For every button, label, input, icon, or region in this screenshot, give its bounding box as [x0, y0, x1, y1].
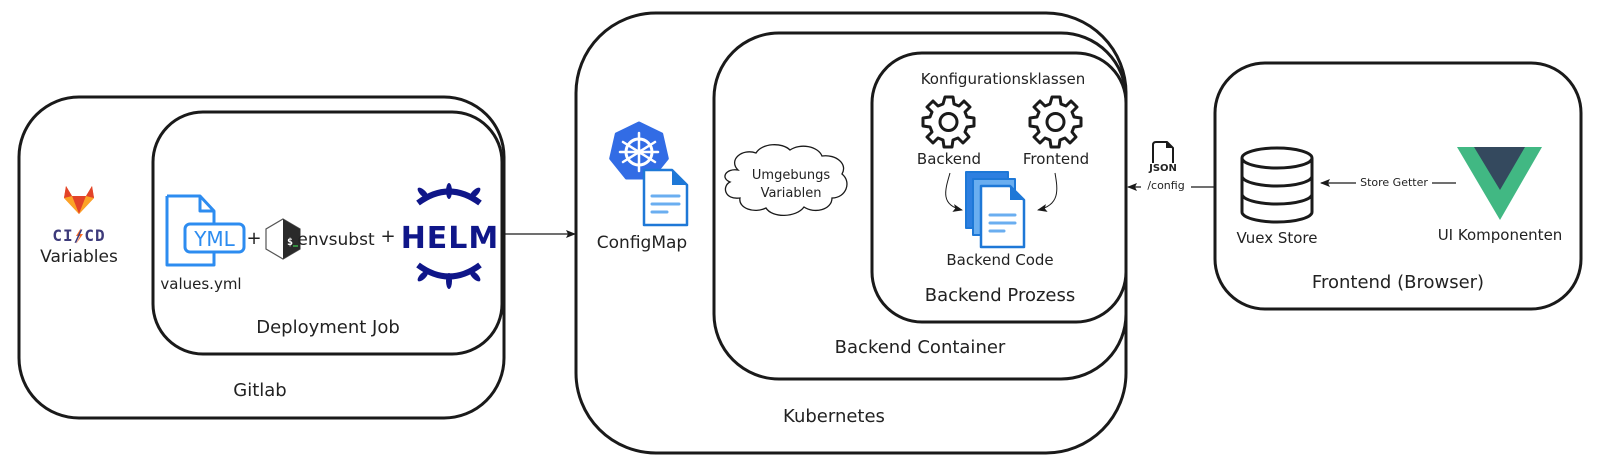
backend-gear-label: Backend [916, 150, 982, 168]
config-label-bg [1141, 178, 1191, 196]
backend-code-label: Backend Code [946, 251, 1054, 269]
store-getter-label-bg [1356, 175, 1432, 191]
bash-terminal-icon: $ [265, 218, 301, 260]
deployment-job-title: Deployment Job [256, 317, 400, 338]
vue-logo-icon [1457, 147, 1542, 220]
cicd-variables-label: Variables [40, 247, 118, 267]
frontend-gear-label: Frontend [1022, 150, 1090, 168]
arrow-backend-config-to-code [945, 172, 963, 212]
backend-container-title: Backend Container [834, 337, 1006, 358]
env-cloud-line1: Umgebungs [751, 168, 831, 183]
kubernetes-logo-icon [609, 121, 669, 180]
yml-badge-text: YML [193, 227, 235, 251]
yml-file-icon [165, 194, 246, 267]
configmap-label: ConfigMap [596, 233, 688, 253]
arrow-frontend-config-to-code [1037, 172, 1058, 212]
json-label: JSON [1149, 163, 1177, 174]
vuex-store-database-icon [1240, 146, 1314, 224]
plus-sign-1: + [246, 228, 262, 249]
cicd-label: CI/CD [52, 226, 106, 245]
backend-process-title: Backend Prozess [924, 285, 1076, 306]
store-getter-label: Store Getter [1360, 176, 1428, 189]
frontend-browser-container [1213, 61, 1583, 311]
values-yml-label: values.yml [160, 275, 242, 293]
backend-code-documents-icon [965, 171, 1026, 249]
env-cloud-line2: Variablen [760, 186, 822, 201]
backend-config-gear-icon [921, 95, 976, 149]
gitlab-title: Gitlab [233, 380, 287, 401]
config-classes-label: Konfigurationsklassen [920, 70, 1086, 88]
env-variables-cloud [724, 144, 848, 217]
plus-sign-2: + [380, 226, 396, 247]
helm-wordmark: HELM [401, 221, 500, 256]
envsubst-label: envsubst [297, 230, 375, 250]
deployment-job-container [151, 110, 504, 356]
cicd-lightning-icon [76, 228, 83, 244]
frontend-config-gear-icon [1028, 95, 1083, 149]
svg-text:$: $ [287, 237, 293, 248]
backend-process-box [870, 51, 1128, 324]
vuex-store-label: Vuex Store [1236, 229, 1318, 247]
gitlab-container [17, 95, 506, 420]
helm-logo-icon [416, 183, 482, 289]
configmap-document-icon [642, 168, 689, 227]
config-endpoint-label: /config [1147, 179, 1185, 192]
gitlab-logo-icon [64, 186, 94, 214]
json-file-icon [1152, 141, 1174, 163]
kubernetes-title: Kubernetes [783, 406, 885, 427]
ui-components-label: UI Komponenten [1437, 226, 1563, 244]
frontend-browser-title: Frontend (Browser) [1311, 272, 1485, 293]
